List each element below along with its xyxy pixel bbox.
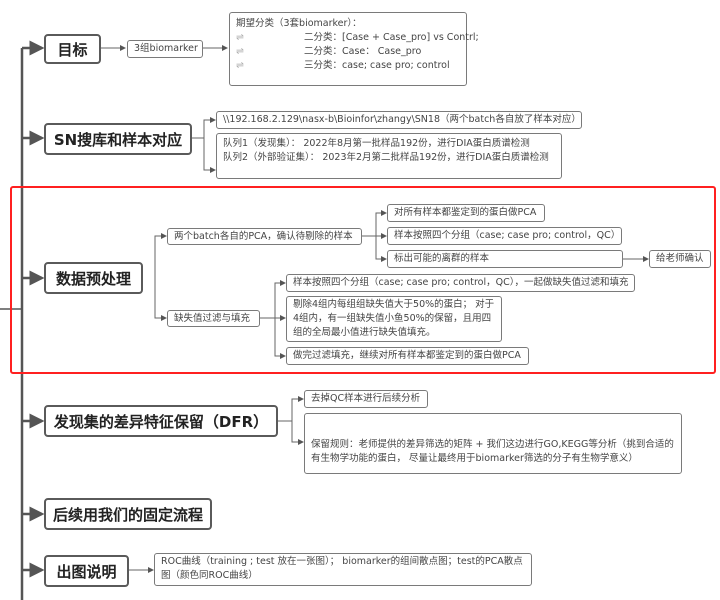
- goal-detail-title: 期望分类（3套biomarker）：: [236, 18, 362, 29]
- missing-rule-row: 剔除4组内每组组缺失值大于50%的蛋白； 对于: [293, 299, 495, 310]
- pca-outliers-node[interactable]: 标出可能的离群的样本: [387, 250, 623, 268]
- cohort-1: 队列1（发现集）： 2022年8月第一批样品192份，进行DIA蛋白质谱检测: [223, 138, 530, 149]
- pca-all-samples-node[interactable]: 对所有样本都鉴定到的蛋白做PCA: [387, 204, 545, 222]
- goal-detail-row: ⇌三分类：case; case pro; control: [236, 60, 450, 71]
- figures-note-node[interactable]: ROC曲线（training ; test 放在一张图）； biomarker的…: [154, 553, 532, 586]
- sn-path-node[interactable]: \\192.168.2.129\nasx-b\Bioinfor\zhangy\S…: [216, 111, 582, 129]
- pca-branch-node[interactable]: 两个batch各自的PCA，确认待剔除的样本: [167, 228, 362, 245]
- goal-biomarker-node[interactable]: 3组biomarker: [127, 40, 203, 58]
- teacher-confirm-node[interactable]: 给老师确认: [649, 250, 711, 268]
- pca-groups-node[interactable]: 样本按照四个分组（case; case pro; control，QC）: [387, 227, 622, 245]
- missing-rule-row: 组的全局最小值进行缺失值填充。: [293, 327, 436, 338]
- topic-preprocess[interactable]: 数据预处理: [44, 262, 143, 294]
- link-icon: ⇌: [236, 32, 244, 43]
- retain-rule-node[interactable]: 保留规则：老师提供的差异筛选的矩阵 + 我们这边进行GO,KEGG等分析（挑到合…: [304, 413, 682, 474]
- figures-row: 图（颜色同ROC曲线）: [161, 570, 258, 581]
- missing-rule-row: 4组内，有一组缺失值小鱼50%的保留，且用四: [293, 313, 492, 324]
- missing-branch-node[interactable]: 缺失值过滤与填充: [167, 310, 260, 327]
- goal-detail-row: ⇌二分类：Case： Case_pro: [236, 46, 422, 57]
- link-icon: ⇌: [236, 46, 244, 57]
- topic-goal[interactable]: 目标: [44, 34, 101, 64]
- missing-groups-node[interactable]: 样本按照四个分组（case; case pro; control，QC），一起做…: [286, 274, 635, 292]
- topic-figures[interactable]: 出图说明: [44, 555, 129, 587]
- missing-rule-node[interactable]: 剔除4组内每组组缺失值大于50%的蛋白； 对于 4组内，有一组缺失值小鱼50%的…: [286, 296, 502, 342]
- goal-detail-row: ⇌二分类：[Case + Case_pro] vs Contrl;: [236, 32, 479, 43]
- topic-dfr[interactable]: 发现集的差异特征保留（DFR）: [44, 405, 278, 437]
- goal-detail-node[interactable]: 期望分类（3套biomarker）： ⇌二分类：[Case + Case_pro…: [229, 12, 479, 86]
- link-icon: ⇌: [236, 60, 244, 71]
- retain-rule-row: 保留规则：老师提供的差异筛选的矩阵 + 我们这边进行GO,KEGG等分析（挑到合…: [311, 439, 674, 450]
- topic-pipeline[interactable]: 后续用我们的固定流程: [44, 498, 212, 530]
- topic-sn-search[interactable]: SN搜库和样本对应: [44, 123, 192, 155]
- missing-pca-node[interactable]: 做完过滤填充，继续对所有样本都鉴定到的蛋白做PCA: [286, 347, 529, 365]
- remove-qc-node[interactable]: 去掉QC样本进行后续分析: [304, 390, 428, 408]
- cohort-2: 队列2（外部验证集）： 2023年2月第二批样品192份，进行DIA蛋白质谱检测: [223, 152, 549, 163]
- retain-rule-row: 有生物学功能的蛋白， 尽量让最终用于biomarker筛选的分子有生物学意义）: [311, 453, 638, 464]
- highlight-box-preprocess: [10, 186, 716, 374]
- sn-cohort-node[interactable]: 队列1（发现集）： 2022年8月第一批样品192份，进行DIA蛋白质谱检测 队…: [216, 133, 562, 179]
- figures-row: ROC曲线（training ; test 放在一张图）； biomarker的…: [161, 556, 523, 567]
